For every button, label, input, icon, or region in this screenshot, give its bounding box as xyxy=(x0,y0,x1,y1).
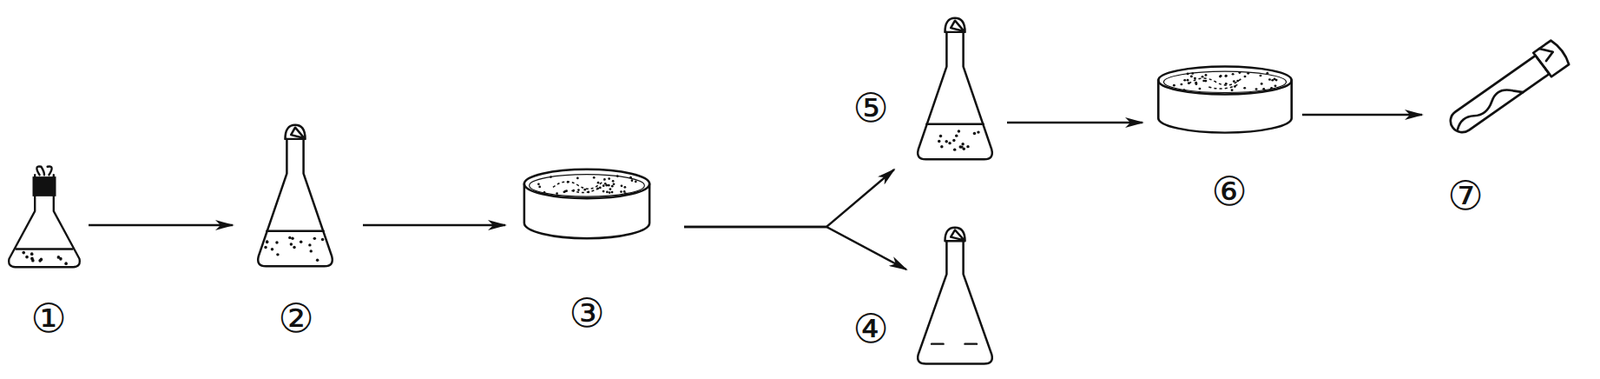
vessel-drawing xyxy=(1432,26,1577,157)
callout-number: ① xyxy=(30,297,66,338)
vessel-drawing xyxy=(253,122,337,270)
petri-dish: ③ xyxy=(519,161,655,247)
slant-test-tube: ⑦ xyxy=(1432,26,1577,157)
callout-number: ⑤ xyxy=(852,87,889,128)
process-arrow xyxy=(362,223,506,226)
vessel-drawing xyxy=(913,15,997,164)
callout-number: ④ xyxy=(852,308,889,349)
process-arrow xyxy=(1007,121,1143,124)
vessel-drawing xyxy=(5,163,84,270)
process-arrow xyxy=(1302,113,1423,116)
vessel-drawing xyxy=(519,161,655,247)
conical-flask: ② xyxy=(253,122,337,270)
process-arrow xyxy=(684,169,895,227)
petri-dish: ⑥ xyxy=(1152,59,1298,141)
process-arrow xyxy=(684,226,907,270)
callout-number: ⑦ xyxy=(1447,175,1483,216)
process-arrow xyxy=(88,223,233,226)
callout-number: ⑥ xyxy=(1211,171,1247,211)
conical-flask: ⑤ xyxy=(913,15,997,164)
callout-number: ③ xyxy=(568,292,605,333)
vessel-drawing xyxy=(913,224,997,368)
vessel-drawing xyxy=(1152,59,1298,141)
conical-flask: ④ xyxy=(913,224,997,368)
callout-number: ② xyxy=(277,297,314,338)
conical-flask: ① xyxy=(5,163,84,270)
